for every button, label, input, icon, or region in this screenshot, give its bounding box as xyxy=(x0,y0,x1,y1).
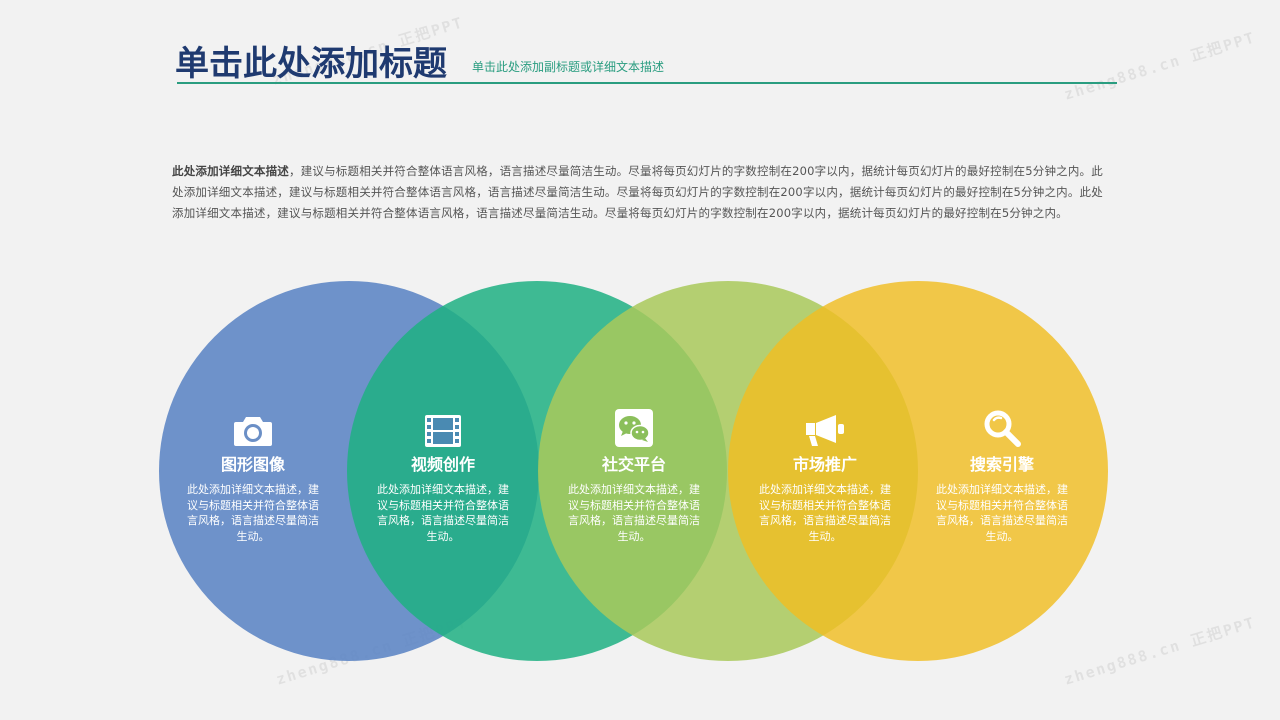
megaphone-icon xyxy=(750,408,900,448)
camera-icon xyxy=(178,408,328,448)
feature-marketing: 市场推广 此处添加详细文本描述，建议与标题相关并符合整体语言风格，语言描述尽量简… xyxy=(750,408,900,544)
feature-desc: 此处添加详细文本描述，建议与标题相关并符合整体语言风格，语言描述尽量简洁生动。 xyxy=(187,483,319,543)
search-icon xyxy=(927,408,1077,448)
feature-search: 搜索引擎 此处添加详细文本描述，建议与标题相关并符合整体语言风格，语言描述尽量简… xyxy=(927,408,1077,544)
feature-label: 市场推广 xyxy=(792,455,857,474)
body-paragraph: 此处添加详细文本描述，建议与标题相关并符合整体语言风格，语言描述尽量简洁生动。尽… xyxy=(172,161,1112,224)
feature-label: 搜索引擎 xyxy=(969,455,1034,474)
feature-video: 视频创作 此处添加详细文本描述，建议与标题相关并符合整体语言风格，语言描述尽量简… xyxy=(368,408,518,544)
feature-desc: 此处添加详细文本描述，建议与标题相关并符合整体语言风格，语言描述尽量简洁生动。 xyxy=(936,483,1068,543)
feature-label: 图形图像 xyxy=(220,455,285,474)
title-divider xyxy=(177,82,1117,84)
body-lead: 此处添加详细文本描述 xyxy=(172,164,289,178)
page-title: 单击此处添加标题 xyxy=(175,44,447,84)
feature-desc: 此处添加详细文本描述，建议与标题相关并符合整体语言风格，语言描述尽量简洁生动。 xyxy=(759,483,891,543)
feature-label: 社交平台 xyxy=(601,455,666,474)
wechat-icon xyxy=(559,408,709,448)
film-icon xyxy=(368,408,518,448)
feature-social: 社交平台 此处添加详细文本描述，建议与标题相关并符合整体语言风格，语言描述尽量简… xyxy=(559,408,709,544)
feature-desc: 此处添加详细文本描述，建议与标题相关并符合整体语言风格，语言描述尽量简洁生动。 xyxy=(568,483,700,543)
feature-label: 视频创作 xyxy=(410,455,475,474)
feature-desc: 此处添加详细文本描述，建议与标题相关并符合整体语言风格，语言描述尽量简洁生动。 xyxy=(377,483,509,543)
venn-circle-yellow xyxy=(728,281,1108,661)
feature-graphics: 图形图像 此处添加详细文本描述，建议与标题相关并符合整体语言风格，语言描述尽量简… xyxy=(178,408,328,544)
body-text: ，建议与标题相关并符合整体语言风格，语言描述尽量简洁生动。尽量将每页幻灯片的字数… xyxy=(172,164,1103,220)
page-subtitle: 单击此处添加副标题或详细文本描述 xyxy=(472,60,665,74)
